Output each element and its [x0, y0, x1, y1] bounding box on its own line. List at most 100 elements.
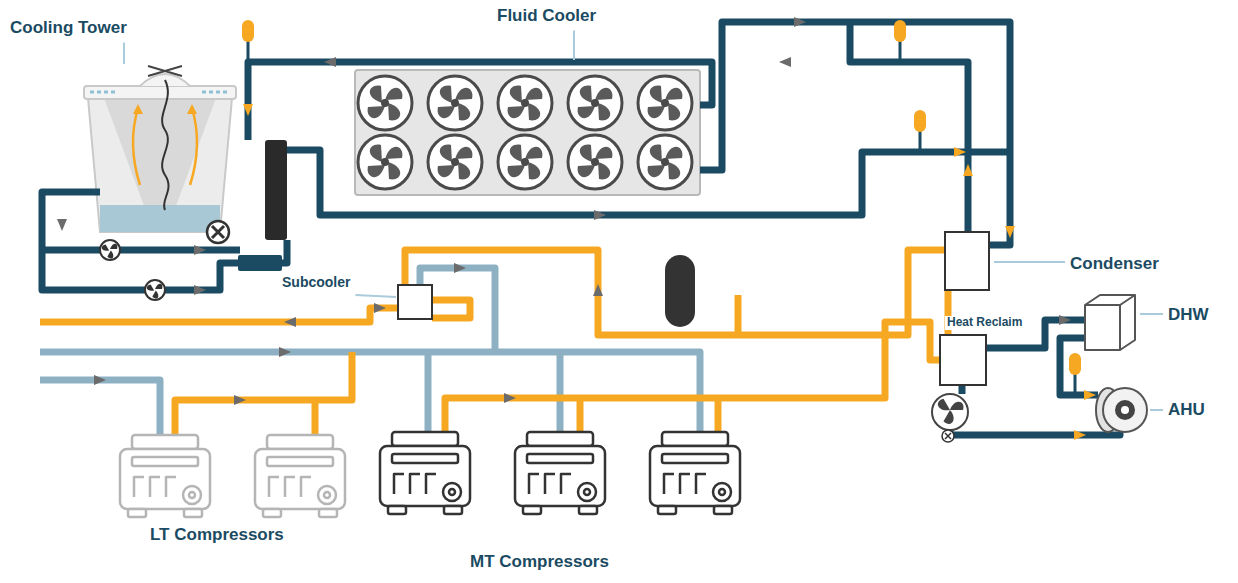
fan-symbol — [498, 135, 552, 189]
flow-arrow — [454, 263, 466, 273]
air-handling-unit — [1096, 388, 1147, 432]
heat-reclaim-pump — [932, 394, 968, 442]
heat-reclaim-pump — [942, 430, 954, 442]
water-pipe — [42, 192, 240, 290]
cooling-tower — [133, 108, 140, 185]
cooling-tower — [100, 205, 220, 232]
expansion-tank — [899, 40, 902, 62]
callout-label: AHU — [1168, 400, 1205, 420]
suction-pipe — [40, 352, 700, 432]
fluid-cooler — [355, 70, 700, 195]
fan-symbol — [638, 76, 692, 130]
refrigerant-pipe — [40, 250, 948, 435]
leader-line — [573, 31, 575, 60]
water-pipe — [248, 62, 712, 140]
dhw-heater — [1085, 295, 1135, 350]
fan-symbol — [428, 76, 482, 130]
water-pipe — [950, 428, 1120, 435]
cooling-tower — [148, 66, 182, 76]
expansion-tank — [242, 20, 1081, 395]
flow-arrow — [1084, 390, 1096, 400]
flow-arrow — [94, 375, 106, 385]
leader-line — [994, 261, 1065, 263]
heat-exchanger — [265, 140, 287, 240]
flow-arrow — [57, 219, 67, 231]
heat-reclaim-box — [940, 335, 986, 385]
callout-label: MT Compressors — [470, 552, 609, 572]
fan-symbol — [568, 76, 622, 130]
suction-pipe — [557, 352, 564, 432]
heat-reclaim-pump — [932, 394, 968, 430]
callout-label: DHW — [1168, 305, 1209, 325]
callout-label: Cooling Tower — [10, 18, 127, 38]
dhw-heater — [1085, 295, 1135, 350]
cooling-tower — [84, 66, 236, 243]
air-handling-unit — [1115, 400, 1135, 420]
expansion-tank — [242, 20, 254, 42]
heat-reclaim-pump — [936, 398, 950, 414]
flow-arrow — [1074, 430, 1086, 440]
water-pipe — [287, 150, 1010, 215]
callout-label: LT Compressors — [150, 525, 284, 545]
leader-line — [1150, 409, 1163, 411]
expansion-tank — [914, 110, 926, 132]
cooling-tower — [84, 86, 236, 99]
flow-arrow — [234, 395, 246, 405]
leader-line — [123, 43, 125, 64]
flow-arrow — [194, 285, 206, 295]
refrigerant-pipe — [577, 398, 584, 432]
flow-arrow — [284, 317, 296, 327]
flow-arrow — [794, 17, 806, 27]
cooling-tower — [187, 104, 197, 114]
flow-arrow — [593, 284, 603, 296]
cooling-tower — [190, 108, 197, 185]
system-illustration — [380, 432, 470, 514]
flow-arrow — [1005, 226, 1015, 238]
flow-arrow — [779, 57, 791, 67]
flow-arrow — [594, 210, 606, 220]
cooling-tower — [162, 80, 168, 210]
refrigerant-pipe — [40, 308, 398, 322]
flow-arrow — [243, 104, 253, 116]
flow-arrow — [194, 245, 206, 255]
water-pipe — [959, 385, 966, 394]
heat-reclaim-pump — [943, 410, 957, 426]
cooling-tower — [133, 104, 143, 114]
water-pipe — [42, 22, 1120, 435]
suction-pipe — [425, 352, 432, 432]
heat-reclaim-pump — [945, 433, 951, 439]
leader-line — [355, 295, 396, 297]
callout-label: Fluid Cooler — [497, 6, 596, 26]
refrigerant-pipe — [312, 400, 319, 435]
fluid-cooler-fans — [358, 76, 692, 189]
flow-arrow — [324, 57, 336, 67]
flow-arrow — [1059, 315, 1071, 325]
fan-symbol — [358, 135, 412, 189]
cooling-tower — [90, 91, 230, 94]
water-pipe — [850, 22, 968, 232]
subcooler-box — [398, 285, 432, 319]
expansion-tank — [1069, 353, 1081, 375]
air-handling-unit — [1103, 388, 1147, 432]
suction-pipe — [40, 268, 700, 435]
fan-symbol — [568, 135, 622, 189]
system-illustration — [100, 240, 120, 260]
refrigerant-pipe — [175, 352, 352, 435]
strainer — [238, 255, 282, 271]
fan-symbol — [428, 135, 482, 189]
cooling-tower — [207, 221, 229, 243]
leader-lines — [124, 31, 1163, 410]
callout-label: Condenser — [1070, 254, 1159, 274]
flow-arrow — [963, 164, 973, 176]
cooling-tower — [88, 98, 232, 232]
callout-label: Heat Reclaim — [945, 316, 1024, 330]
expansion-tank — [1074, 373, 1077, 395]
cooling-tower — [104, 98, 216, 222]
flow-arrow — [374, 303, 386, 313]
expansion-tank — [919, 130, 922, 152]
flow-arrow — [279, 347, 291, 357]
system-illustration — [650, 432, 740, 514]
suction-pipe — [40, 380, 160, 435]
fan-symbol — [498, 76, 552, 130]
